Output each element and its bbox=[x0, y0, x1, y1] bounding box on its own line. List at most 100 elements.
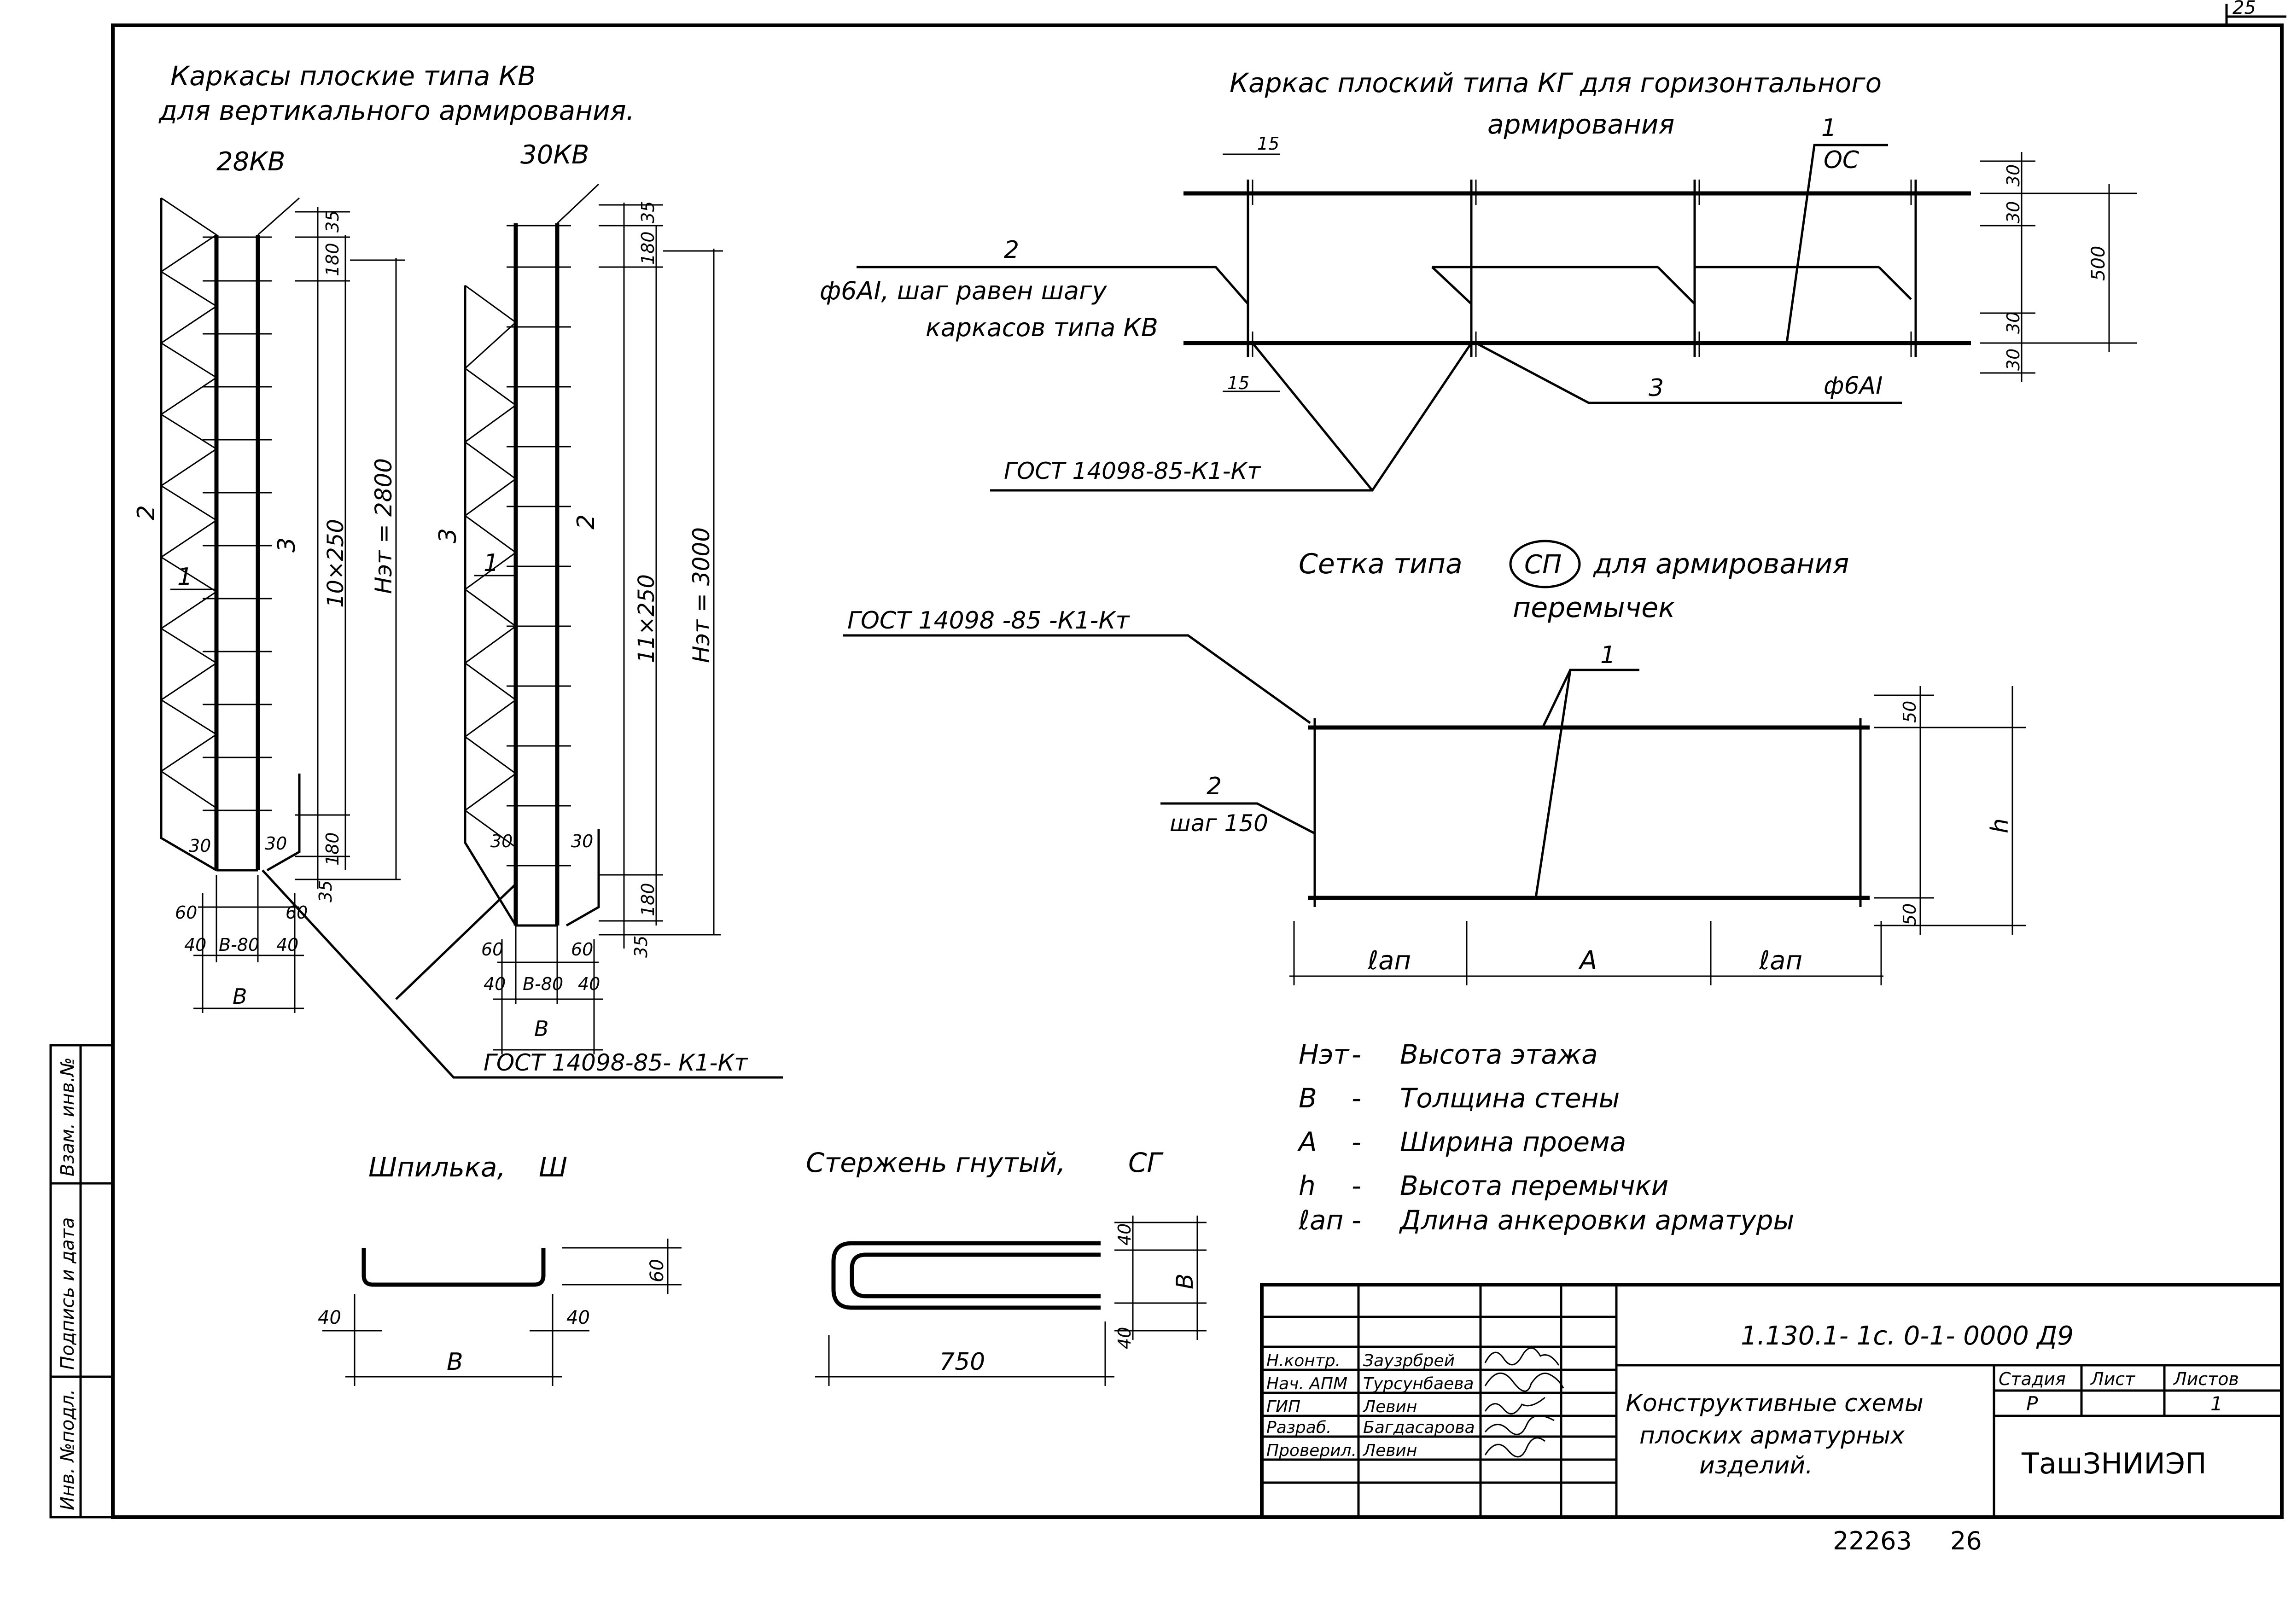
kv-label-28: 28КВ bbox=[216, 147, 285, 177]
kg-callout-1-label: ОС bbox=[1824, 146, 1860, 174]
kg-dim-15-top: 15 bbox=[1257, 134, 1279, 154]
kv28-dim-bottom2: 35 bbox=[315, 880, 336, 902]
side-stamp-sign: Подпись и дата bbox=[57, 1217, 78, 1370]
kv30-bottom-inner: В-80 bbox=[523, 974, 563, 994]
kv28-dims bbox=[295, 207, 405, 889]
sp-callout-2-label: шаг 150 bbox=[1170, 810, 1268, 837]
sp-title-1: Сетка типа bbox=[1299, 548, 1463, 580]
tb-name-1: Турсунбаева bbox=[1363, 1374, 1474, 1393]
kv30-dim-top: 35 bbox=[638, 201, 658, 223]
legend-sym-1: В bbox=[1299, 1083, 1317, 1114]
sp-section: Сетка типа СП для армирования перемычек … bbox=[843, 540, 2026, 985]
kv28-frame bbox=[160, 197, 301, 872]
legend-dash-3: - bbox=[1352, 1170, 1361, 1201]
bent-mark: СГ bbox=[1128, 1147, 1164, 1178]
kv28-bottom-30-left: 30 bbox=[189, 836, 211, 856]
legend-desc-2: Ширина проема bbox=[1400, 1126, 1626, 1158]
kv30-dim-first: 180 bbox=[638, 231, 658, 265]
bottom-number: 22263 bbox=[1833, 1526, 1912, 1555]
sp-dim-50-top: 50 bbox=[1900, 701, 1920, 723]
tb-role-0: Н.контр. bbox=[1266, 1351, 1341, 1370]
legend-dash-2: - bbox=[1352, 1126, 1361, 1158]
sp-bottom-dims bbox=[1289, 921, 1883, 985]
sp-callout-1: 1 bbox=[1600, 641, 1615, 669]
tb-sheets-label: Листов bbox=[2173, 1369, 2239, 1389]
page-number: 25 bbox=[2233, 0, 2256, 18]
kg-callout-3-label: ф6АI bbox=[1824, 372, 1883, 400]
kv30-bottom-30-right: 30 bbox=[571, 831, 593, 851]
kv30-callout-1: 1 bbox=[484, 549, 499, 577]
tb-role-1: Нач. АПМ bbox=[1266, 1374, 1347, 1393]
pin-dim-40-right: 40 bbox=[566, 1307, 590, 1328]
kv30-bottom-40-left: 40 bbox=[484, 974, 506, 994]
kv-title-line-2: для вертикального армирования. bbox=[158, 95, 635, 126]
tb-stage-label: Стадия bbox=[1999, 1369, 2066, 1389]
bent-dim-40-top: 40 bbox=[1114, 1223, 1135, 1246]
tb-role-4: Проверил. bbox=[1266, 1441, 1357, 1460]
kv30-callout-2: 2 bbox=[572, 514, 600, 530]
tb-doc-title-1: Конструктивные схемы bbox=[1626, 1390, 1924, 1417]
side-stamp-replace: Взам. инв.№ bbox=[57, 1057, 78, 1176]
sp-dim-lan-right: ℓап bbox=[1759, 946, 1802, 976]
kv30-bottom-40-right: 40 bbox=[578, 974, 600, 994]
bent-dim-40-bottom: 40 bbox=[1114, 1327, 1135, 1349]
kg-callout-3: 3 bbox=[1649, 374, 1664, 402]
kv28-bottom-40-left: 40 bbox=[184, 935, 206, 955]
kg-dim-30-b: 30 bbox=[2003, 201, 2023, 223]
tb-sheets: 1 bbox=[2210, 1392, 2223, 1415]
tb-name-4: Левин bbox=[1362, 1441, 1417, 1460]
tb-name-0: Заузрбрей bbox=[1363, 1351, 1455, 1370]
kv30-bottom-60-right: 60 bbox=[571, 939, 593, 960]
pin-title: Шпилька, bbox=[368, 1152, 506, 1183]
pin-section: Шпилька, Ш 60 40 40 В bbox=[318, 1152, 682, 1386]
kg-gost: ГОСТ 14098-85-К1-Кт bbox=[1004, 458, 1261, 484]
sp-dim-h: h bbox=[1986, 818, 2014, 833]
legend: Нэт - Высота этажа В - Толщина стены А -… bbox=[1297, 1039, 1794, 1236]
sheet-frame bbox=[111, 4, 2286, 1519]
kv-label-30: 30КВ bbox=[520, 140, 589, 170]
sp-title-badge: СП bbox=[1524, 550, 1562, 580]
kv30-callout-3: 3 bbox=[434, 528, 462, 543]
kv30-bottom-60-left: 60 bbox=[481, 939, 503, 960]
sp-dim-a: А bbox=[1578, 946, 1597, 976]
kv28-callout-2: 2 bbox=[133, 505, 160, 520]
kg-dim-15-bottom: 15 bbox=[1227, 373, 1249, 393]
kg-section: Каркас плоский типа КГ для горизонтально… bbox=[820, 67, 2137, 492]
kv28-dim-top: 35 bbox=[322, 210, 343, 233]
kv30-bottom-width: В bbox=[534, 1016, 549, 1041]
pin-dim-b: В bbox=[447, 1348, 463, 1376]
legend-sym-2: А bbox=[1297, 1126, 1317, 1158]
kg-callout-1: 1 bbox=[1821, 114, 1836, 142]
legend-sym-0: Нэт bbox=[1299, 1039, 1350, 1070]
bent-section: Стержень гнутый, СГ 40 В 40 750 bbox=[806, 1147, 1207, 1386]
kv28-callout-1: 1 bbox=[177, 563, 192, 591]
bent-title: Стержень гнутый, bbox=[806, 1147, 1066, 1178]
side-stamp-inv: Инв. №подл. bbox=[57, 1389, 78, 1510]
legend-desc-3: Высота перемычки bbox=[1400, 1170, 1668, 1201]
kv28-bottom-60-right: 60 bbox=[286, 902, 308, 923]
kv-title-line-1: Каркасы плоские типа КВ bbox=[170, 60, 536, 92]
legend-dash-1: - bbox=[1352, 1083, 1361, 1114]
kg-dim-500: 500 bbox=[2088, 246, 2109, 281]
kv-gost: ГОСТ 14098-85- К1-Кт bbox=[484, 1049, 748, 1076]
tb-role-2: ГИП bbox=[1266, 1397, 1300, 1416]
tb-doc-code: 1.130.1- 1с. 0-1- 0000 Д9 bbox=[1741, 1321, 2074, 1351]
kv30-bottom-dims bbox=[493, 926, 603, 1054]
sp-dim-50-bottom: 50 bbox=[1900, 903, 1920, 926]
pin-mark: Ш bbox=[539, 1152, 567, 1183]
kg-title-line-2: армирования bbox=[1487, 109, 1674, 140]
tb-doc-title-3: изделий. bbox=[1699, 1452, 1813, 1479]
kv30-dim-bottom: 180 bbox=[638, 883, 658, 916]
kv30-bottom-30-left: 30 bbox=[490, 831, 513, 851]
kv30-dim-spacing: 11×250 bbox=[634, 574, 659, 663]
sp-title-3: перемычек bbox=[1513, 592, 1675, 624]
kv28-bottom-width: В bbox=[233, 984, 247, 1009]
legend-desc-1: Толщина стены bbox=[1400, 1083, 1620, 1114]
kv30-dim-height: Нэт = 3000 bbox=[688, 527, 715, 663]
kg-callout-2-line-2: каркасов типа КВ bbox=[926, 313, 1158, 342]
sp-callout-2: 2 bbox=[1207, 773, 1222, 800]
sp-title-2: для армирования bbox=[1593, 548, 1849, 580]
legend-sym-3: h bbox=[1299, 1170, 1316, 1201]
tb-name-3: Багдасарова bbox=[1363, 1418, 1475, 1437]
